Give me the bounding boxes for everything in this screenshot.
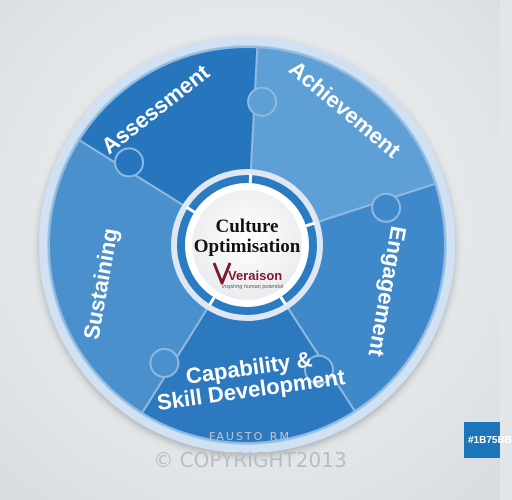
hub-divider bbox=[208, 296, 216, 307]
center-title-line1: Culture bbox=[216, 216, 279, 237]
watermark-line1: FAUSTO RM bbox=[209, 430, 291, 443]
brand-tagline: inspiring human potential bbox=[222, 284, 284, 290]
center-title-line2: Optimisation bbox=[194, 236, 301, 257]
color-code-badge: #1B75BB bbox=[464, 422, 512, 458]
hub-divider bbox=[185, 206, 196, 214]
puzzle-knob bbox=[247, 86, 278, 117]
brand-v-mark bbox=[212, 262, 232, 285]
hub-divider bbox=[305, 221, 315, 228]
hub-center bbox=[192, 190, 302, 300]
watermark-line2: © COPYRIGHT2013 bbox=[153, 448, 346, 472]
segments-group bbox=[48, 46, 446, 444]
puzzle-knob bbox=[304, 354, 334, 385]
puzzle-knob bbox=[114, 147, 145, 178]
hub-dividers bbox=[185, 174, 315, 307]
hub-divider bbox=[279, 296, 287, 306]
brand-name: Veraison bbox=[228, 268, 282, 283]
brand-logo: Veraison inspiring human potential bbox=[212, 262, 284, 290]
puzzle-knob bbox=[371, 192, 402, 223]
puzzle-knob bbox=[149, 347, 180, 378]
